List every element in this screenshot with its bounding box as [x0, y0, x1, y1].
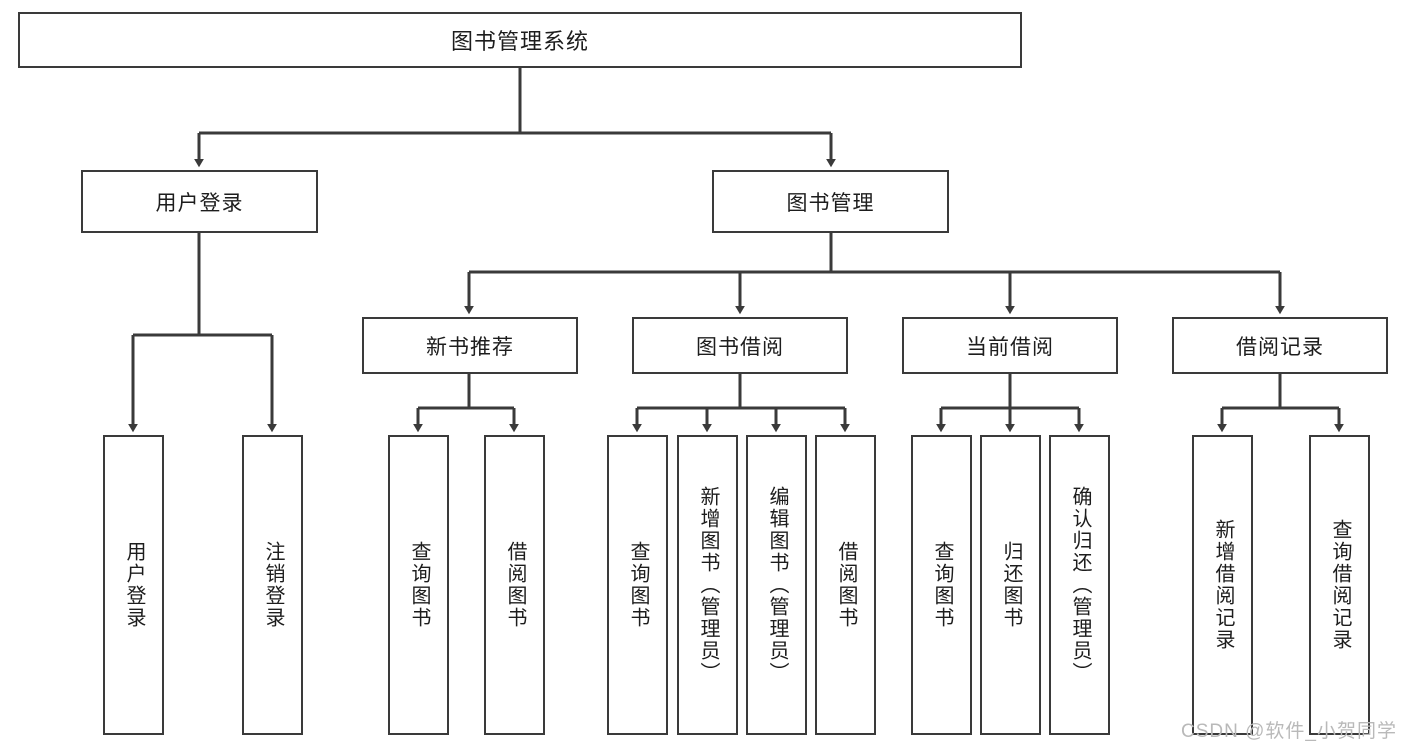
node-borrow-record-label: 借阅记录 — [1236, 335, 1324, 359]
node-user-login[interactable]: 用户登录 — [81, 170, 318, 233]
node-root-label: 图书管理系统 — [450, 29, 589, 54]
node-leaf-borrow-record-1-label: 新增借阅记录 — [1212, 519, 1234, 651]
node-leaf-book-borrow-4-label: 借阅图书 — [835, 541, 857, 629]
node-leaf-book-borrow-3-label: 编辑图书（管理员） — [766, 486, 788, 684]
node-leaf-book-borrow-2[interactable]: 新增图书（管理员） — [677, 435, 738, 735]
node-leaf-current-borrow-3[interactable]: 确认归还（管理员） — [1049, 435, 1110, 735]
node-leaf-new-book-2-label: 借阅图书 — [504, 541, 526, 629]
node-leaf-borrow-record-2-label: 查询借阅记录 — [1329, 519, 1351, 651]
node-leaf-new-book-1-label: 查询图书 — [408, 541, 430, 629]
node-leaf-book-borrow-3[interactable]: 编辑图书（管理员） — [746, 435, 807, 735]
node-leaf-user-login-2-label: 注销登录 — [262, 541, 284, 629]
node-current-borrow[interactable]: 当前借阅 — [902, 317, 1118, 374]
node-leaf-user-login-2[interactable]: 注销登录 — [242, 435, 303, 735]
node-leaf-new-book-2[interactable]: 借阅图书 — [484, 435, 545, 735]
node-leaf-book-borrow-4[interactable]: 借阅图书 — [815, 435, 876, 735]
node-book-management[interactable]: 图书管理 — [712, 170, 949, 233]
node-leaf-user-login-1-label: 用户登录 — [123, 541, 145, 629]
node-leaf-borrow-record-1[interactable]: 新增借阅记录 — [1192, 435, 1253, 735]
node-leaf-user-login-1[interactable]: 用户登录 — [103, 435, 164, 735]
node-new-book-recommend[interactable]: 新书推荐 — [362, 317, 578, 374]
node-leaf-current-borrow-2[interactable]: 归还图书 — [980, 435, 1041, 735]
node-leaf-book-borrow-2-label: 新增图书（管理员） — [697, 486, 719, 684]
node-leaf-current-borrow-1-label: 查询图书 — [931, 541, 953, 629]
node-leaf-current-borrow-1[interactable]: 查询图书 — [911, 435, 972, 735]
node-user-login-label: 用户登录 — [155, 191, 244, 215]
node-leaf-new-book-1[interactable]: 查询图书 — [388, 435, 449, 735]
node-book-management-label: 图书管理 — [786, 191, 875, 215]
watermark: CSDN @软件_小贺同学 — [1181, 721, 1397, 742]
node-leaf-book-borrow-1[interactable]: 查询图书 — [607, 435, 668, 735]
node-current-borrow-label: 当前借阅 — [966, 335, 1054, 359]
node-book-borrow-label: 图书借阅 — [696, 335, 784, 359]
node-root[interactable]: 图书管理系统 — [18, 12, 1022, 68]
node-leaf-current-borrow-2-label: 归还图书 — [1000, 541, 1022, 629]
node-leaf-borrow-record-2[interactable]: 查询借阅记录 — [1309, 435, 1370, 735]
node-leaf-current-borrow-3-label: 确认归还（管理员） — [1069, 486, 1091, 684]
node-new-book-recommend-label: 新书推荐 — [426, 335, 514, 359]
node-book-borrow[interactable]: 图书借阅 — [632, 317, 848, 374]
node-leaf-book-borrow-1-label: 查询图书 — [627, 541, 649, 629]
node-borrow-record[interactable]: 借阅记录 — [1172, 317, 1388, 374]
